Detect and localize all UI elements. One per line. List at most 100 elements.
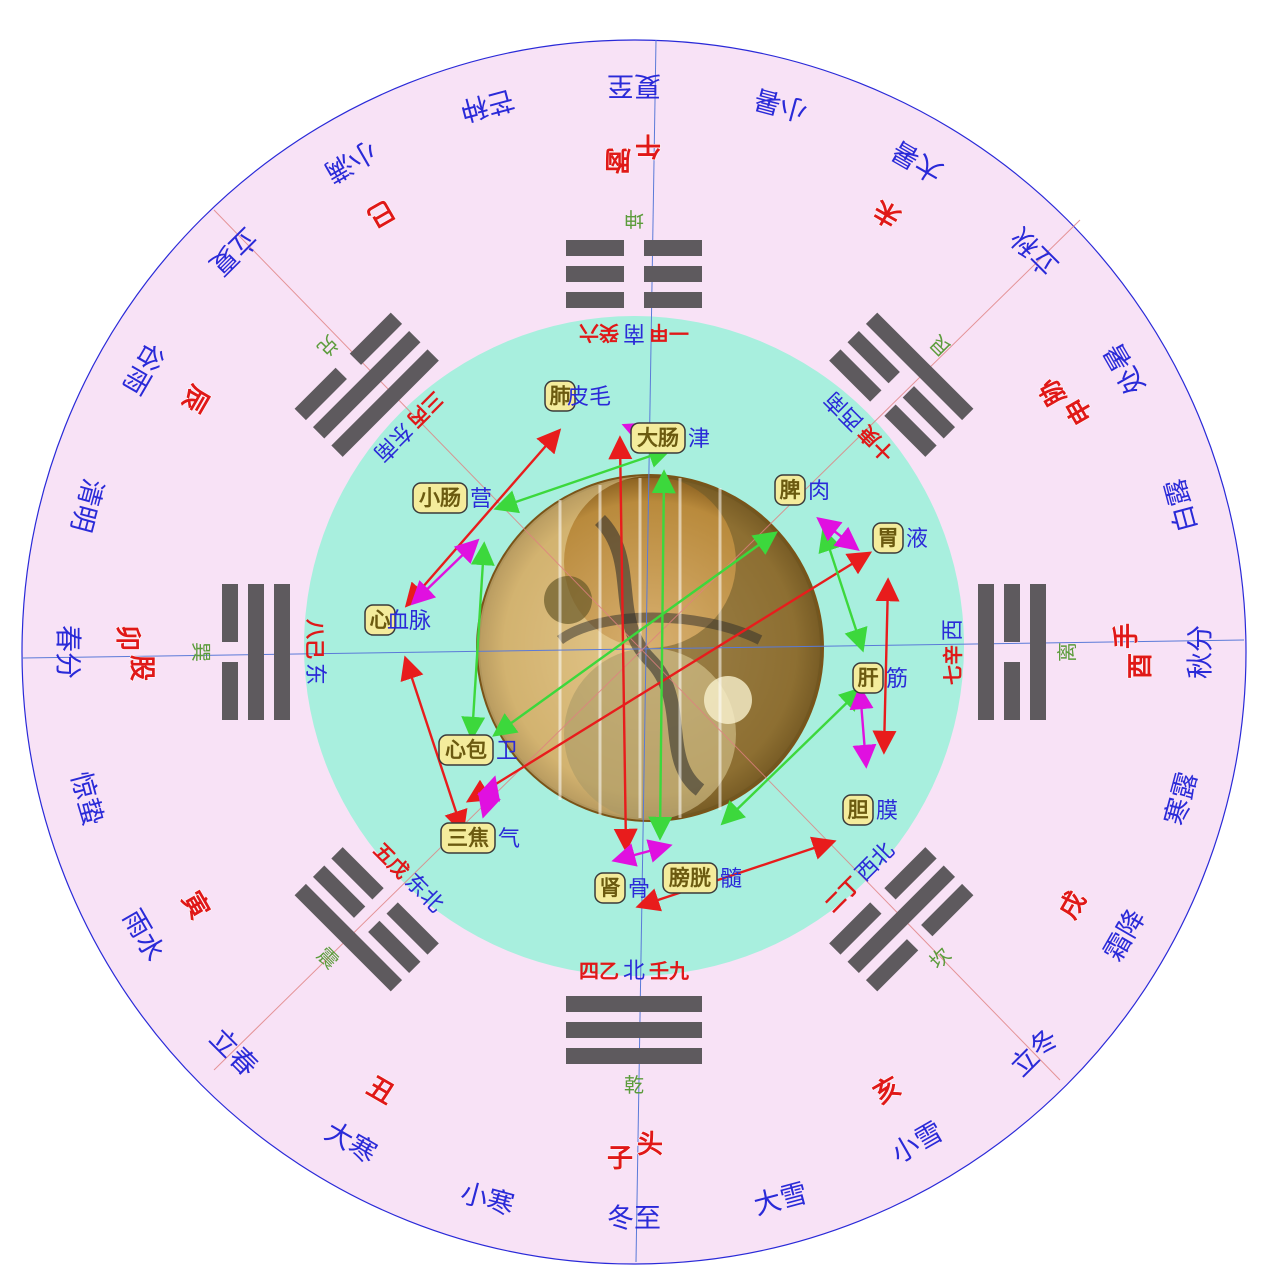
organ-tissue: 髓 <box>720 867 742 892</box>
organ-badge <box>630 422 686 454</box>
yin-line-left <box>222 584 238 642</box>
organ-badge <box>412 482 468 514</box>
trigram-direction-row: 一甲南癸六 <box>579 320 689 345</box>
solar-term-label: 冬至 <box>607 1204 661 1235</box>
organ-item: 胆膜 <box>842 794 898 826</box>
trigram-direction: 东 <box>302 663 327 685</box>
organ-tissue: 液 <box>906 527 928 552</box>
organ-item: 肾骨 <box>594 872 650 904</box>
organ-item: 膀胱髓 <box>662 862 742 894</box>
organ-arrows <box>400 422 900 912</box>
trigram-stem: 七辛 <box>941 645 965 685</box>
organ-name: 膀胱 <box>668 865 711 890</box>
yin-line-left <box>644 292 702 308</box>
branch-label: 午 <box>635 130 661 161</box>
branch-item: 酉手 <box>1112 622 1157 679</box>
yin-line-right <box>386 902 439 955</box>
yin-line-left <box>312 865 366 918</box>
organ-tissue: 卫 <box>496 739 518 764</box>
yang-line <box>274 584 290 720</box>
yang-line <box>978 584 994 720</box>
organ-name: 心包 <box>445 737 487 762</box>
organ-badge <box>544 380 576 412</box>
yin-line-right <box>566 292 624 308</box>
trigram-direction: 北 <box>623 959 645 984</box>
branch-label: 酉 <box>1126 653 1156 679</box>
organ-tissue: 血脉 <box>387 609 431 634</box>
trigram-direction-row: 四乙北壬九 <box>579 959 689 984</box>
yang-line <box>847 865 956 974</box>
yin-line-right <box>566 240 624 256</box>
organ-tissue: 皮毛 <box>567 385 611 410</box>
organ-name: 三焦 <box>447 825 489 850</box>
branch-label: 卯 <box>112 625 142 651</box>
organ-name: 肝 <box>858 665 879 690</box>
trigram-extra: 壬九 <box>649 959 689 983</box>
organ-item: 心血脉 <box>364 604 431 636</box>
yang-line <box>566 1048 702 1064</box>
organ-badge <box>440 822 496 854</box>
yin-line-left <box>349 312 403 365</box>
yin-line-right <box>1004 584 1020 642</box>
yang-line <box>566 996 702 1012</box>
branch-item: 子头 <box>606 1130 663 1175</box>
organ-name: 肺 <box>550 383 571 408</box>
trigram-stem: 一甲 <box>649 321 689 345</box>
yin-line-left <box>865 939 919 992</box>
organ-name: 小肠 <box>419 485 461 510</box>
solar-term-label: 秋分 <box>1186 625 1217 679</box>
organ-badge <box>594 872 626 904</box>
yin-line-left <box>1004 662 1020 720</box>
yang-line <box>312 330 421 439</box>
organ-badge <box>852 662 884 694</box>
organ-item: 脾肉 <box>774 474 830 506</box>
trigram-extra: 癸六 <box>579 321 620 345</box>
yin-line-right <box>829 349 882 402</box>
trigram-name: 离 <box>1055 642 1079 662</box>
yin-line-right <box>884 847 937 900</box>
yin-line-left <box>644 266 702 282</box>
organ-name: 胆 <box>848 797 869 822</box>
yin-line-left <box>829 902 882 955</box>
trigram-name: 乾 <box>624 1073 644 1097</box>
yin-line-right <box>566 266 624 282</box>
organ-tissue: 营 <box>470 487 492 512</box>
yin-line-left <box>331 847 384 900</box>
yang-line <box>865 312 974 421</box>
solar-term-label: 夏至 <box>607 70 661 101</box>
organ-badge <box>662 862 718 894</box>
trigram: 乾 四乙北壬九 <box>566 959 702 1097</box>
yin-line-right <box>368 920 421 974</box>
organ-item: 肝筋 <box>852 662 908 694</box>
organ-name: 心 <box>370 607 391 632</box>
body-part-glyph: 股 <box>126 655 156 681</box>
organ-tissue: 骨 <box>628 877 650 902</box>
organ-badge <box>842 794 874 826</box>
taiji-center-image <box>476 474 824 822</box>
organ-item: 心包卫 <box>438 734 518 766</box>
body-part-glyph: 头 <box>637 1130 663 1160</box>
yin-line-right <box>921 883 974 937</box>
organ-tissue: 肉 <box>808 479 830 504</box>
branch-item: 卯股 <box>112 624 157 681</box>
solar-term-label: 春分 <box>52 625 83 679</box>
organ-tissue: 膜 <box>876 799 898 824</box>
yin-line-left <box>902 386 956 439</box>
organ-item: 大肠津 <box>630 422 710 454</box>
organ-item: 小肠营 <box>412 482 492 514</box>
trigram-name: 巽 <box>189 642 213 662</box>
organ-tissue: 气 <box>498 827 520 852</box>
organ-ring: 心血脉小肠营肺皮毛大肠津脾肉胃液肝筋胆膜膀胱髓肾骨三焦气心包卫 <box>364 380 928 904</box>
organ-badge <box>774 474 806 506</box>
yang-line <box>331 349 439 457</box>
organ-name: 大肠 <box>637 425 679 450</box>
body-part-glyph: 胸 <box>605 144 631 174</box>
organ-name: 肾 <box>600 875 621 900</box>
branch-item: 午胸 <box>604 130 661 175</box>
yang-line <box>294 883 403 992</box>
branch-label: 子 <box>607 1144 633 1174</box>
organ-name: 胃 <box>878 525 899 550</box>
